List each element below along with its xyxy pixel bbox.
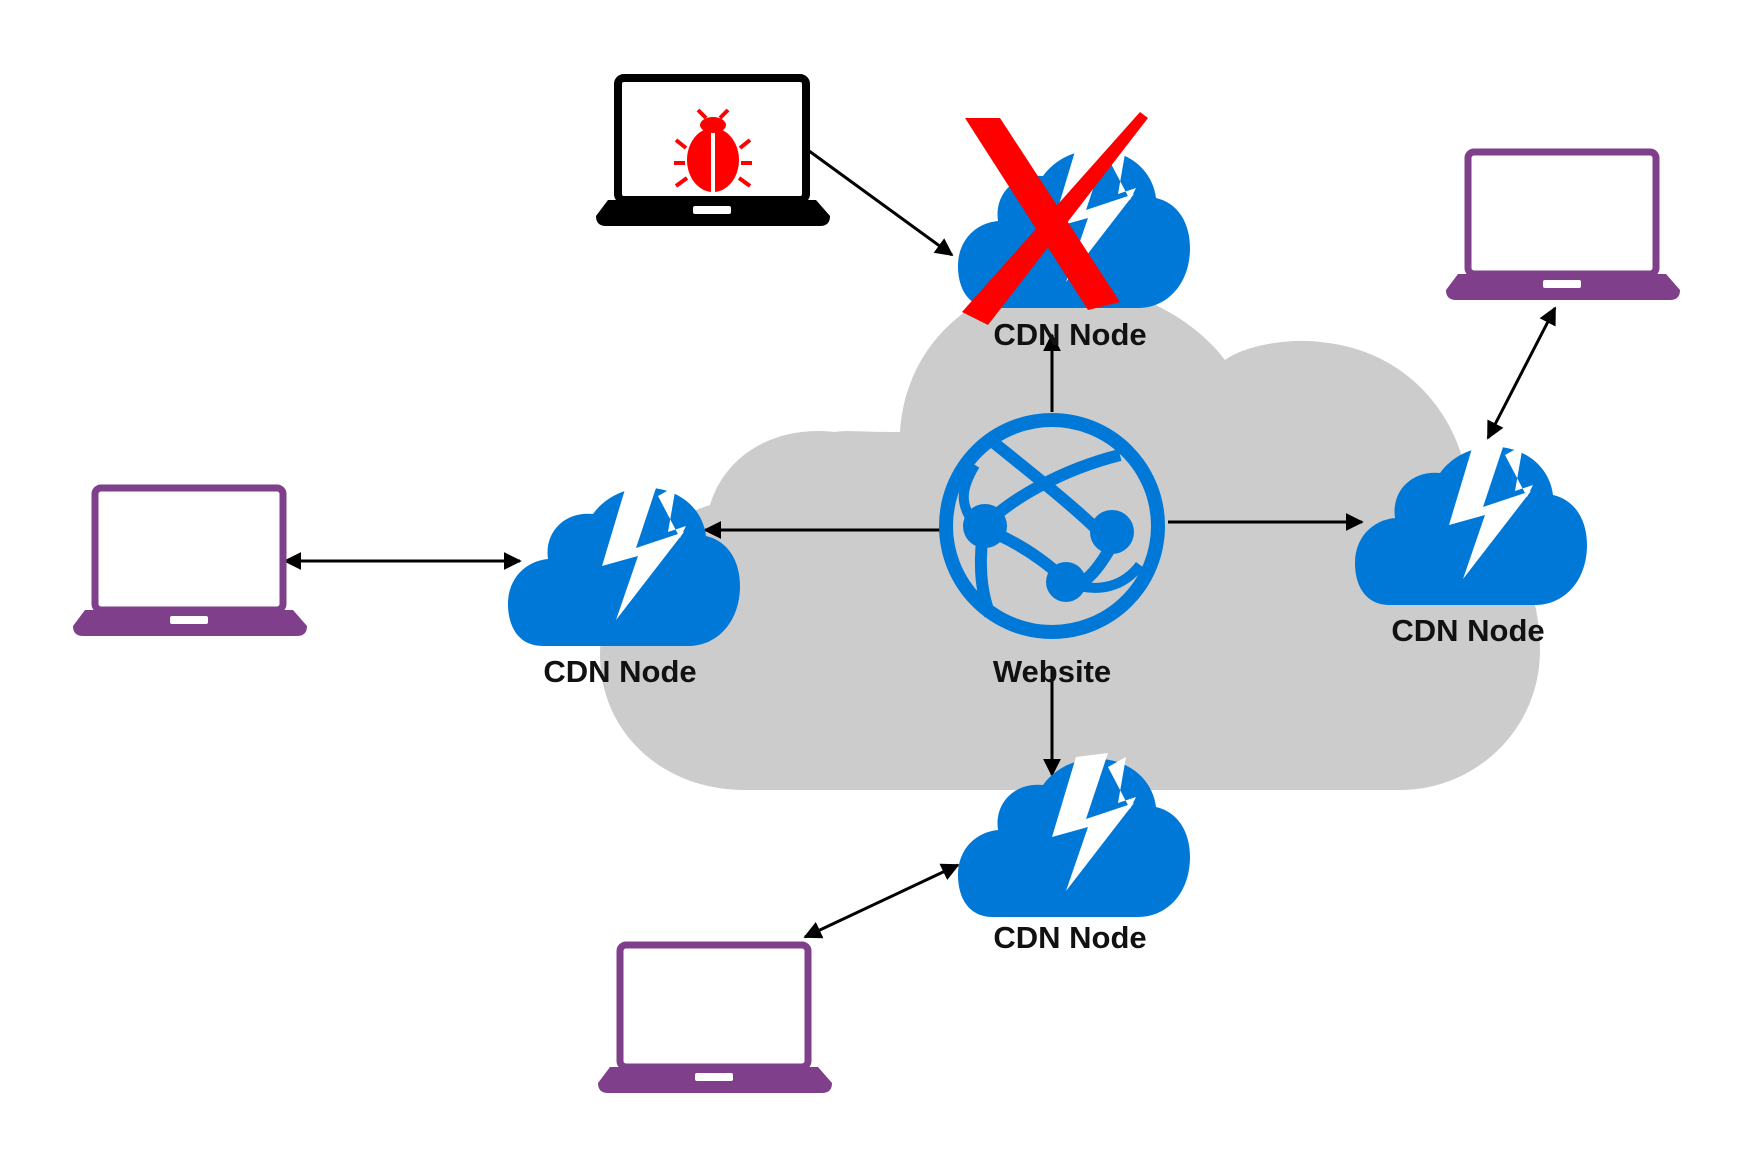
arrow-attacker-to-top-node bbox=[804, 146, 954, 257]
client-laptop-right bbox=[1446, 148, 1680, 300]
cdn-node-bottom-label: CDN Node bbox=[993, 920, 1146, 955]
cdn-node-left-label: CDN Node bbox=[543, 654, 696, 689]
connections bbox=[283, 146, 1557, 939]
laptop-icon bbox=[73, 484, 307, 636]
arrow-bottom-laptop-bottom-node bbox=[803, 863, 960, 939]
cross-icon bbox=[962, 112, 1148, 325]
attacker-laptop bbox=[596, 74, 830, 226]
cdn-node-top-label: CDN Node bbox=[993, 317, 1146, 352]
arrow-right-laptop-right-node bbox=[1486, 306, 1557, 440]
cdn-node-right-label: CDN Node bbox=[1391, 613, 1544, 648]
laptop-icon bbox=[598, 941, 832, 1093]
laptop-icon bbox=[1446, 148, 1680, 300]
website-label: Website bbox=[993, 654, 1111, 689]
client-laptop-bottom bbox=[598, 941, 832, 1093]
laptop-icon bbox=[596, 74, 830, 226]
bug-icon bbox=[674, 108, 752, 192]
internet-cloud bbox=[600, 281, 1540, 790]
globe-icon bbox=[939, 413, 1165, 639]
client-laptop-left bbox=[73, 484, 307, 636]
